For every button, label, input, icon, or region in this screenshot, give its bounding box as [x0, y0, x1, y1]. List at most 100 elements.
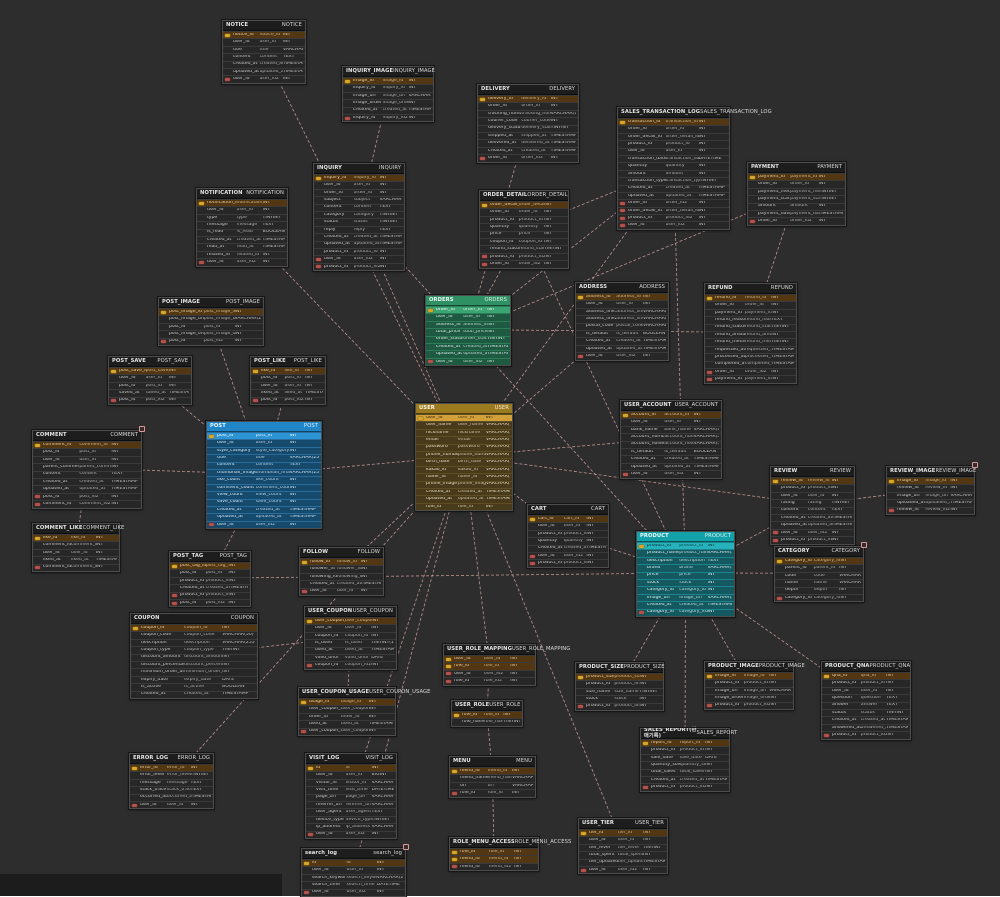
column-row[interactable]: tracking_numbertracking_numberVARCHAR(10…	[478, 110, 578, 117]
table-ORDER_DETAIL[interactable]: ORDER_DETAILORDER_DETAILorder_detail_ido…	[479, 190, 569, 269]
table-POST_SAVE[interactable]: POST_SAVEPOST_SAVEpost_save_idpost_save_…	[108, 356, 192, 405]
